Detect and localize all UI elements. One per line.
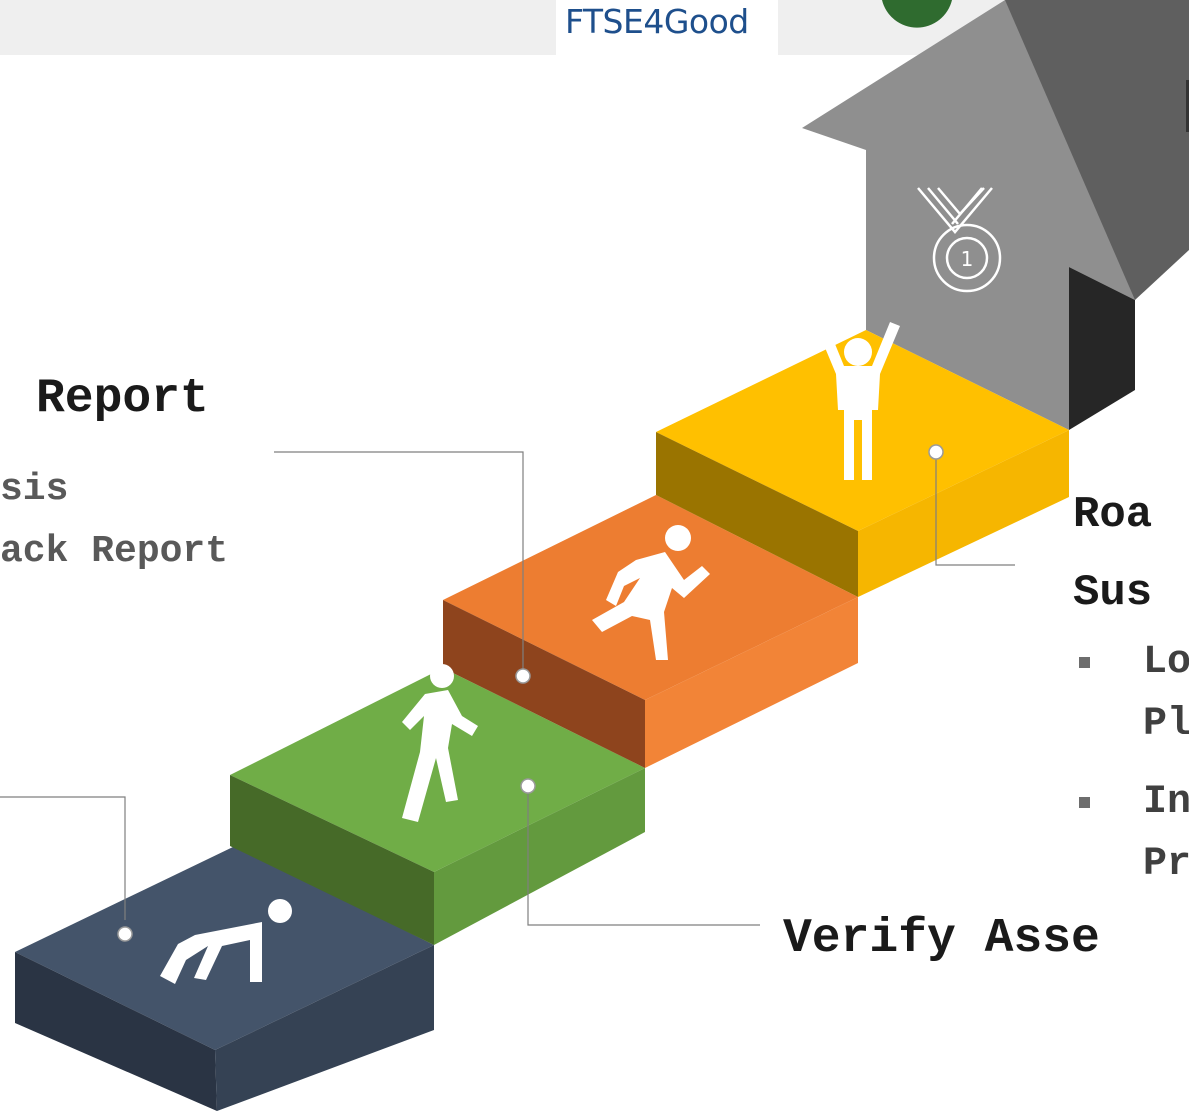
medal-icon [917,187,1002,293]
connector-lines [0,451,1015,926]
walking-person-icon [402,664,478,822]
step-2 [230,668,645,945]
crouch-start-icon [160,899,292,984]
step-1 [15,846,434,1111]
report-line-1: sis [0,468,69,511]
roadmap-bullet-2-line-2: Pr [1143,842,1189,887]
connector-dots [117,444,944,942]
logo-box [556,0,778,55]
medal-number: 1 [961,247,974,271]
running-person-icon [592,525,710,660]
report-line-2: ack Report [0,530,229,573]
frame-edge-mark [1186,80,1189,132]
roadmap-bullet-1-line-1: Lo [1143,640,1189,685]
celebrating-person-icon [816,322,900,480]
top-circle-decoration [882,0,952,28]
roadmap-bullet-2-line-1: In [1143,780,1189,825]
report-title: Report [36,372,209,426]
bullet-marker [1079,657,1090,668]
bullet-marker [1079,797,1090,808]
roadmap-title-line-1: Roa [1073,490,1153,540]
arrow-up-icon [802,0,1189,430]
ftse4good-logo: FTSE4Good [565,2,749,41]
roadmap-title-line-2: Sus [1073,568,1153,618]
roadmap-bullet-1-line-2: Pl [1143,702,1189,747]
verify-assessment-label: Verify Asse [783,912,1100,966]
